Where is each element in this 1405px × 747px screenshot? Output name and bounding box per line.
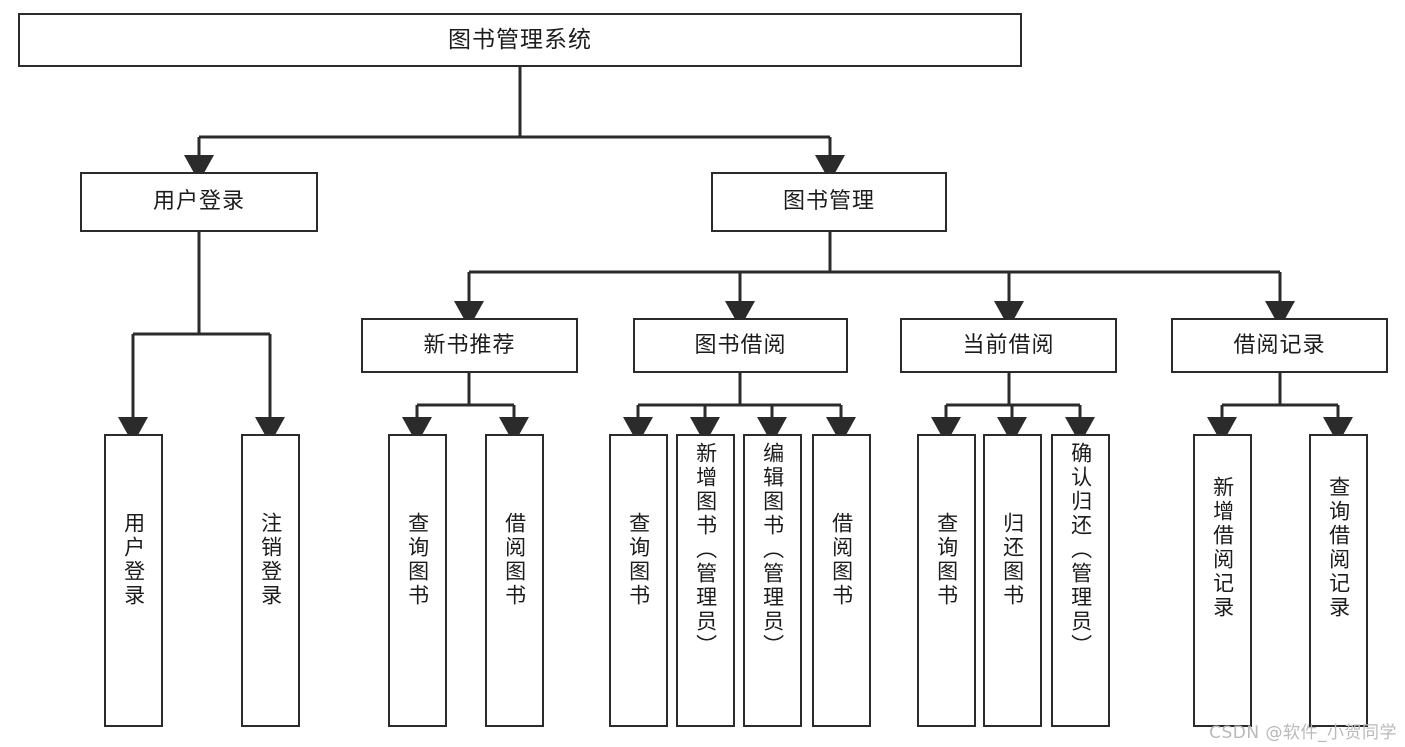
leaf-new-book-query-book[interactable]: 查询图书: [388, 434, 447, 727]
leaf-current-borrow-query-book[interactable]: 查询图书: [917, 434, 976, 727]
node-user-login[interactable]: 用户登录: [80, 172, 318, 232]
leaf-book-borrow-query-book[interactable]: 查询图书: [609, 434, 668, 727]
node-new-book-recommend[interactable]: 新书推荐: [361, 318, 578, 373]
node-label: 用户登录: [152, 189, 245, 215]
leaf-book-borrow-add-book-admin[interactable]: 新增图书（管理员）: [676, 434, 735, 727]
node-label: 新增图书（管理员）: [693, 442, 718, 658]
leaf-borrow-record-add-record[interactable]: 新增借阅记录: [1193, 434, 1252, 727]
node-label: 查询借阅记录: [1326, 476, 1351, 620]
node-current-borrow[interactable]: 当前借阅: [900, 318, 1117, 373]
node-borrow-record[interactable]: 借阅记录: [1171, 318, 1388, 373]
node-book-borrow[interactable]: 图书借阅: [633, 318, 848, 373]
node-label: 借阅图书: [502, 512, 527, 608]
node-label: 当前借阅: [962, 332, 1055, 358]
node-label: 查询图书: [934, 512, 959, 608]
leaf-book-borrow-borrow-book[interactable]: 借阅图书: [812, 434, 871, 727]
leaf-current-borrow-return-book[interactable]: 归还图书: [983, 434, 1042, 727]
node-book-management[interactable]: 图书管理: [711, 172, 947, 232]
node-label: 新书推荐: [423, 332, 516, 358]
csdn-watermark: CSDN @软件_小贺同学: [1209, 723, 1397, 743]
leaf-borrow-record-query-record[interactable]: 查询借阅记录: [1309, 434, 1368, 727]
node-label: 查询图书: [405, 512, 430, 608]
node-label: 注销登录: [258, 512, 283, 608]
node-label: 图书借阅: [694, 332, 787, 358]
node-label: 查询图书: [626, 512, 651, 608]
node-label: 借阅图书: [829, 512, 854, 608]
node-label: 用户登录: [121, 512, 146, 608]
node-label: 图书管理系统: [448, 26, 592, 53]
node-label: 新增借阅记录: [1210, 476, 1235, 620]
node-label: 归还图书: [1000, 512, 1025, 608]
node-label: 借阅记录: [1233, 332, 1326, 358]
node-label: 图书管理: [782, 189, 875, 215]
node-label: 编辑图书（管理员）: [760, 442, 785, 658]
leaf-current-borrow-confirm-return-admin[interactable]: 确认归还（管理员）: [1051, 434, 1110, 727]
node-root-book-management-system[interactable]: 图书管理系统: [18, 13, 1022, 67]
node-label: 确认归还（管理员）: [1068, 442, 1093, 658]
leaf-user-login-login[interactable]: 用户登录: [104, 434, 163, 727]
leaf-new-book-borrow-book[interactable]: 借阅图书: [485, 434, 544, 727]
leaf-user-login-logout[interactable]: 注销登录: [241, 434, 300, 727]
leaf-book-borrow-edit-book-admin[interactable]: 编辑图书（管理员）: [743, 434, 802, 727]
